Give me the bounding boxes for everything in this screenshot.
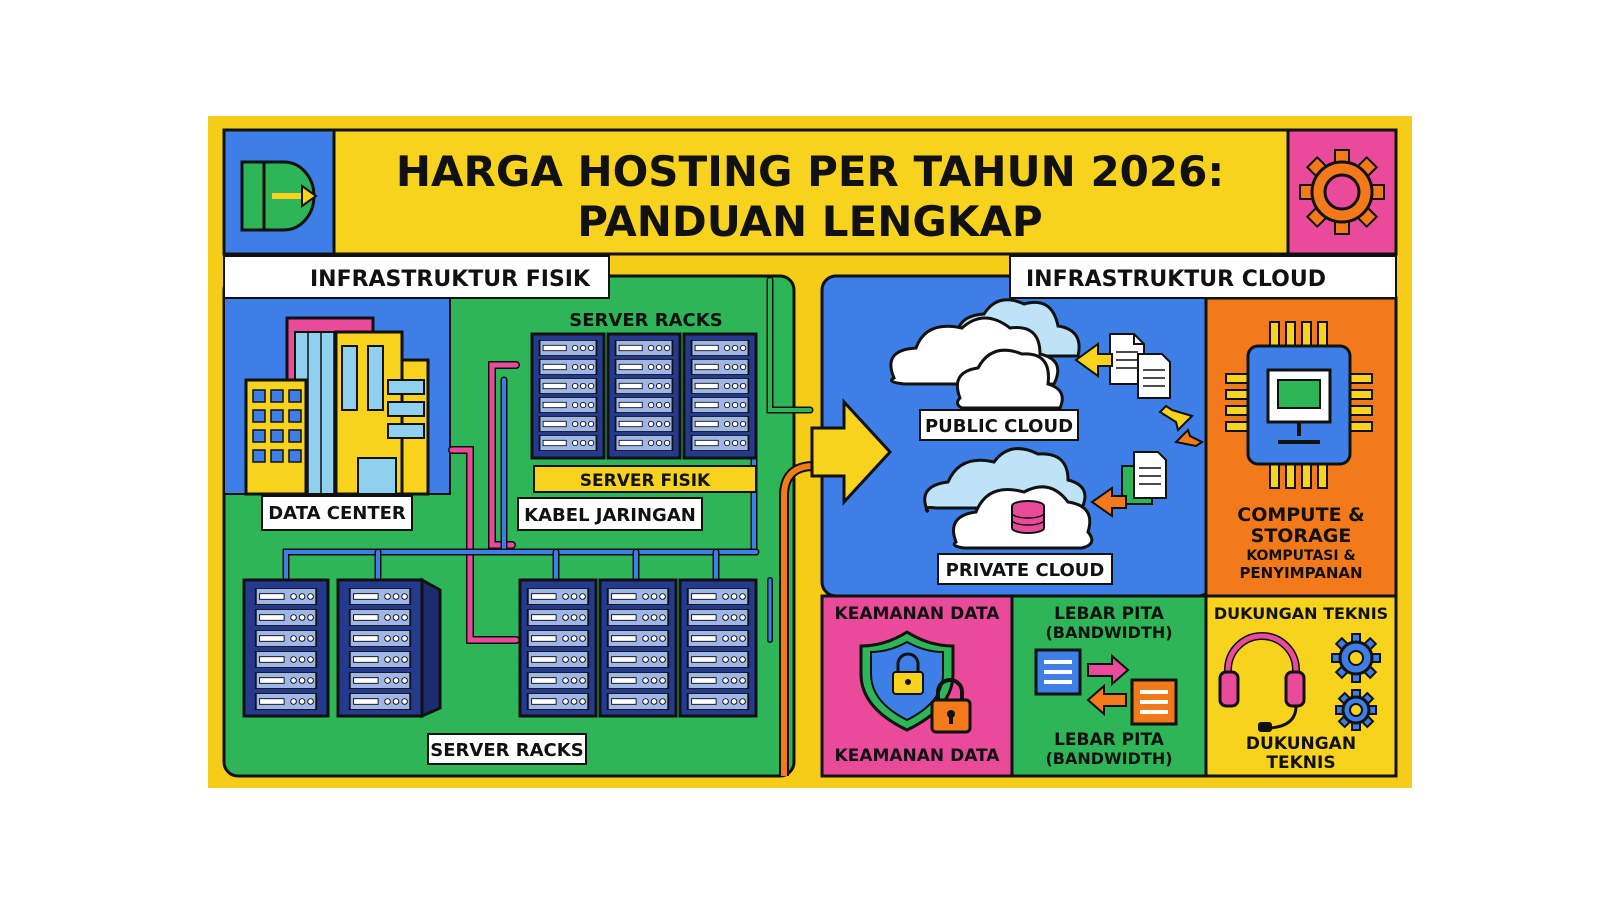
data-center-tag — [261, 495, 413, 531]
server-rack — [336, 577, 442, 719]
support-top-label: DUKUNGAN TEKNIS — [1214, 604, 1388, 623]
kabel-tag — [517, 497, 703, 531]
title-line-2: PANDUAN LENGKAP — [577, 197, 1042, 246]
server-fisik-label: SERVER FISIK — [580, 471, 711, 491]
server-rack — [606, 332, 682, 460]
data-center-label: DATA CENTER — [268, 503, 406, 524]
server-racks-top — [530, 332, 758, 460]
bandwidth-bottom-line-1: LEBAR PITA — [1054, 730, 1165, 750]
server-racks-bottom-right — [518, 578, 758, 718]
server-fisik-banner — [533, 465, 757, 493]
cloud-header — [1009, 255, 1397, 299]
public-cloud-tag — [919, 409, 1079, 441]
private-cloud-tag — [937, 553, 1113, 585]
title-bar — [222, 128, 1398, 256]
transfer-arrows — [1074, 342, 1204, 518]
cpu-chip-icon — [1225, 321, 1373, 489]
headset-gear-icon — [1218, 632, 1381, 732]
bandwidth-top-line-2: (BANDWIDTH) — [1045, 623, 1172, 642]
server-racks-top-label: SERVER RACKS — [569, 310, 722, 331]
public-cloud-label: PUBLIC CLOUD — [925, 416, 1073, 437]
server-rack — [518, 578, 598, 718]
cloud-database-icon — [923, 447, 1094, 550]
server-rack — [598, 578, 678, 718]
server-racks-bottom-label: SERVER RACKS — [430, 740, 583, 761]
cloud-header-label: INFRASTRUKTUR CLOUD — [1026, 267, 1326, 292]
server-transfer-icon — [1034, 648, 1178, 726]
physical-header-label: INFRASTRUKTUR FISIK — [310, 267, 591, 292]
server-rack — [678, 578, 758, 718]
gear-icon — [1299, 149, 1385, 235]
building-icon — [244, 316, 430, 496]
server-rack — [530, 332, 606, 460]
compute-line-1: COMPUTE & — [1237, 504, 1364, 526]
server-racks-bottom-tag — [427, 733, 587, 765]
server-rack — [682, 332, 758, 460]
server-racks-bottom-left — [242, 577, 442, 719]
kabel-label: KABEL JARINGAN — [524, 505, 696, 526]
security-top-label: KEAMANAN DATA — [835, 604, 1001, 624]
title-line-1: HARGA HOSTING PER TAHUN 2026: — [396, 147, 1224, 196]
server-rack — [242, 578, 330, 718]
physical-header — [223, 255, 610, 299]
shield-lock-icon — [859, 630, 972, 734]
center-arrow-icon — [810, 398, 893, 506]
support-bottom-line-1: DUKUNGAN — [1246, 734, 1356, 754]
support-bottom-line-2: TEKNIS — [1266, 753, 1335, 773]
private-cloud-label: PRIVATE CLOUD — [946, 560, 1105, 581]
bandwidth-top-line-1: LEBAR PITA — [1054, 604, 1165, 624]
compute-sub-1: KOMPUTASI & — [1246, 548, 1355, 564]
document-icon — [1109, 333, 1171, 399]
compute-sub-2: PENYIMPANAN — [1239, 564, 1362, 582]
compute-line-2: STORAGE — [1251, 525, 1352, 547]
cloud-icon — [889, 298, 1081, 410]
security-bottom-label: KEAMANAN DATA — [835, 746, 1001, 766]
door-arrow-icon — [240, 160, 318, 232]
bandwidth-bottom-line-2: (BANDWIDTH) — [1045, 749, 1172, 768]
